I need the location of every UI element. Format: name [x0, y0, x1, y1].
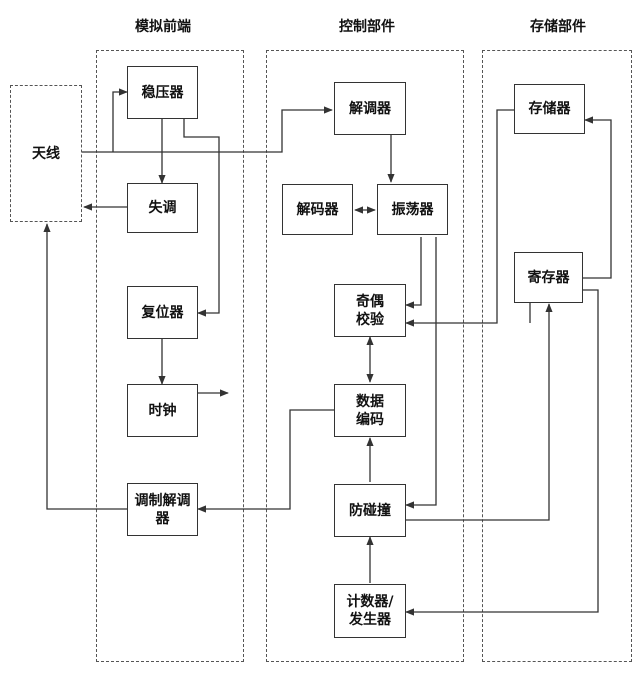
antenna-to-regulator-line [112, 88, 128, 152]
oscillator-to-parity-line [405, 237, 422, 309]
decoder-block: 解码器 [282, 184, 353, 235]
counter-generator-block: 计数器/发生器 [334, 584, 406, 638]
analog-frontend-title: 模拟前端 [135, 19, 191, 35]
modem-to-antenna-line [43, 223, 127, 510]
decoder-label: 解码器 [296, 201, 339, 218]
regulator-label: 稳压器 [141, 84, 184, 101]
antenna-block: 天线 [10, 85, 82, 222]
register-label: 寄存器 [527, 269, 570, 286]
demodulator-block: 解调器 [334, 82, 406, 135]
regulator-block: 稳压器 [127, 66, 198, 119]
clock-label: 时钟 [148, 402, 177, 419]
storage-unit-title: 存储部件 [530, 19, 586, 35]
detuner-block: 失调 [127, 183, 198, 233]
antenna-label: 天线 [32, 145, 60, 162]
encode-label-line2: 编码 [356, 411, 384, 428]
register-block: 寄存器 [514, 252, 583, 303]
storage-unit-frame [482, 50, 632, 662]
register-to-memory-line [583, 116, 612, 279]
analog-frontend-frame [96, 50, 244, 662]
encode-label-line1: 数据 [356, 393, 384, 410]
control-unit-frame [266, 50, 464, 662]
anticollision-label: 防碰撞 [349, 502, 391, 519]
parity-label-line2: 校验 [356, 311, 384, 328]
oscillator-block: 振荡器 [377, 184, 448, 235]
memory-label: 存储器 [528, 101, 571, 117]
parity-block: 奇偶校验 [334, 284, 406, 337]
anticollision-block: 防碰撞 [334, 484, 406, 537]
oscillator-label: 振荡器 [391, 201, 434, 218]
reset-block: 复位器 [127, 286, 198, 339]
oscillator-to-anticollision-line [405, 237, 437, 509]
encode-to-modem-line [197, 409, 334, 513]
regulator-to-reset-line [183, 119, 220, 317]
data-encode-block: 数据编码 [334, 384, 406, 437]
counter-label-line1: 计数器/ [346, 594, 394, 610]
antenna-to-demodulator-line [80, 106, 333, 153]
counter-label-line2: 发生器 [349, 612, 391, 628]
parity-label-line1: 奇偶 [356, 293, 384, 310]
control-unit-title: 控制部件 [339, 19, 395, 35]
demodulator-label: 解调器 [349, 100, 391, 117]
anticollision-to-register-line [406, 303, 553, 521]
modem-block: 调制解调器 [127, 483, 198, 536]
memory-to-parity-line [405, 109, 514, 327]
reset-label: 复位器 [141, 304, 184, 321]
register-to-counter-line [405, 289, 599, 616]
detuner-label: 失调 [148, 200, 177, 216]
memory-block: 存储器 [514, 84, 585, 134]
clock-block: 时钟 [127, 384, 198, 437]
modem-label: 调制解调器 [134, 492, 191, 527]
